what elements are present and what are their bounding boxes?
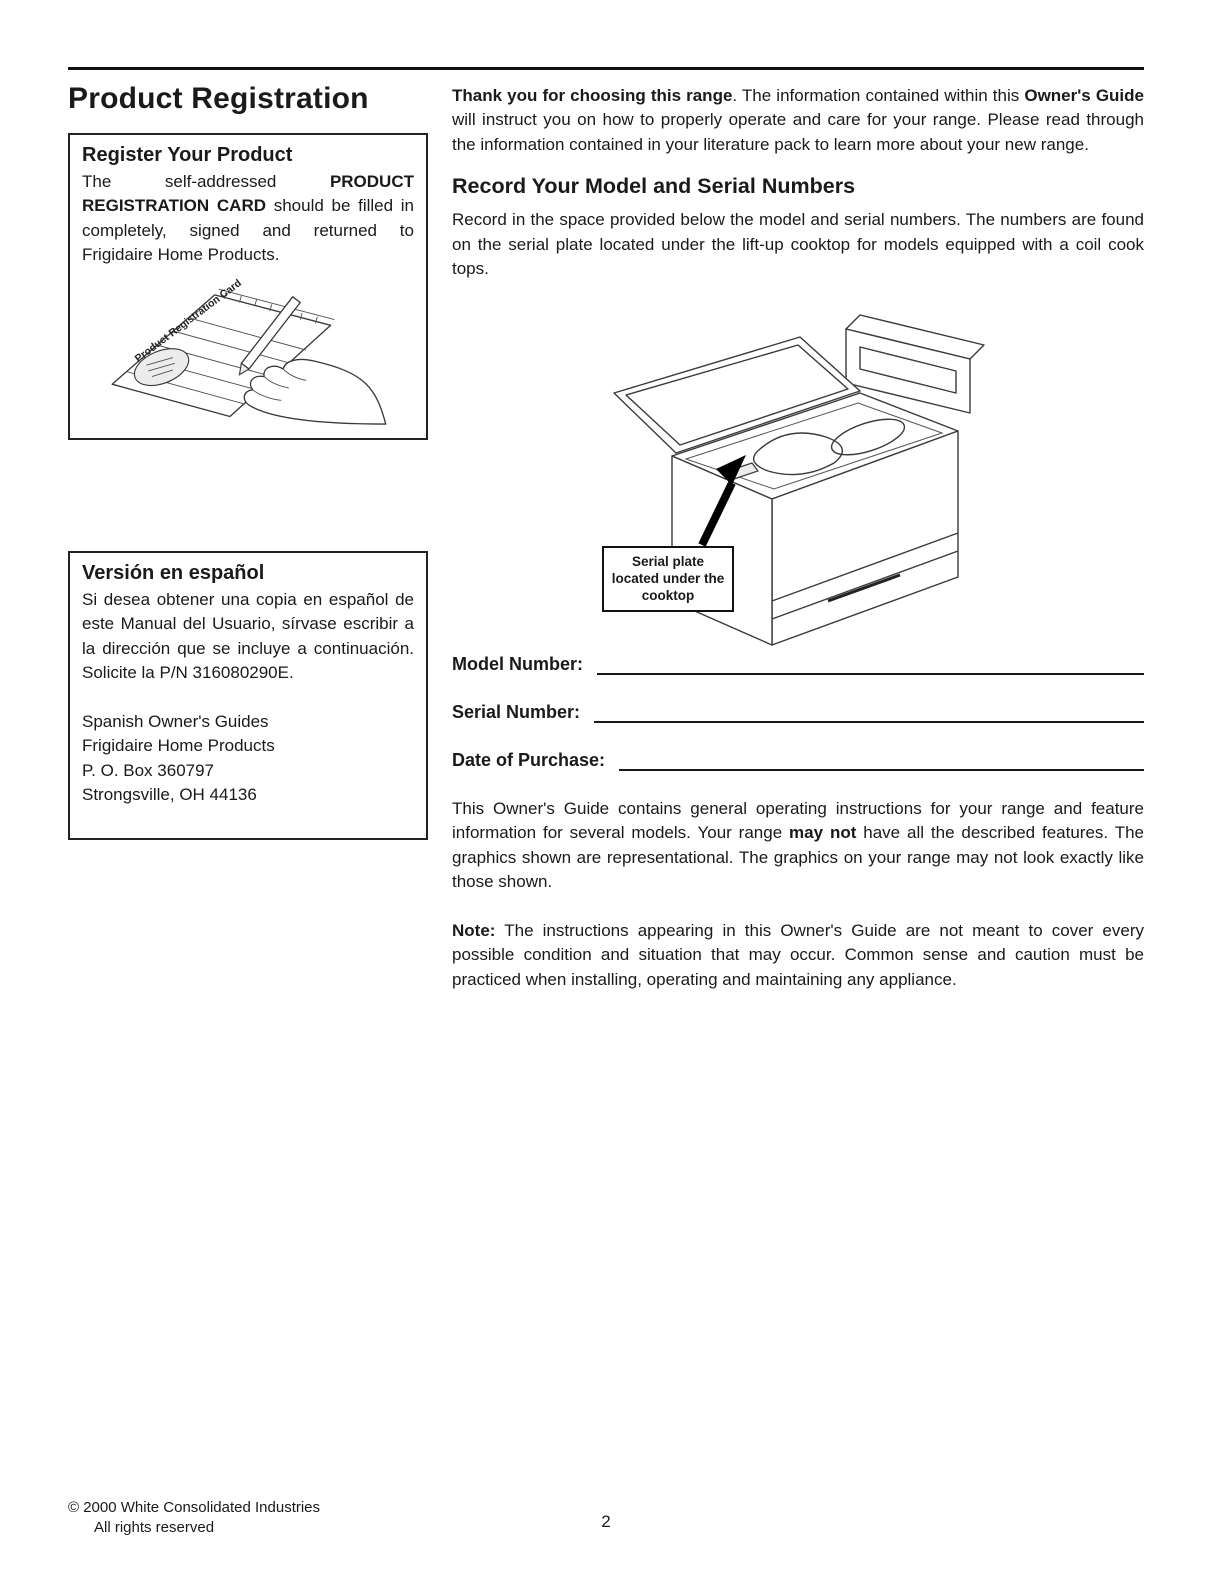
burner-well-left — [752, 432, 843, 476]
top-rule — [68, 67, 1144, 70]
pen-tip — [238, 362, 250, 376]
register-body-seg1: The self-addressed — [82, 172, 330, 191]
address-line: Frigidaire Home Products — [82, 736, 275, 756]
return-stamp-lines — [146, 357, 175, 377]
hand-illustration — [243, 358, 387, 425]
note-label: Note: — [452, 920, 496, 940]
drawer-handle — [827, 573, 901, 603]
page-number: 2 — [601, 1512, 611, 1531]
note-paragraph: Note: The instructions appearing in this… — [452, 919, 1144, 992]
serial-number-blank — [594, 701, 1144, 723]
copyright-line2: All rights reserved — [94, 1518, 215, 1536]
registration-card-illustration: Product Registration Card — [111, 278, 387, 425]
spanish-box-heading: Versión en español — [82, 562, 265, 584]
backguard-front — [845, 328, 971, 414]
model-number-row: Model Number: — [452, 653, 1144, 675]
spanish-version-box: Versión en español Si desea obtener una … — [68, 551, 428, 840]
intro-paragraph: Thank you for choosing this range. The i… — [452, 84, 1144, 157]
footer-copyright: © 2000 White Consolidated Industries All… — [68, 1498, 320, 1539]
page-title: Product Registration — [68, 82, 369, 115]
cooktop-lid-open — [613, 336, 861, 454]
model-number-blank — [597, 653, 1144, 675]
backguard-window — [859, 346, 957, 394]
record-section-body: Record in the space provided below the m… — [452, 210, 1144, 279]
serial-plate-callout: Serial plate located under the cooktop — [602, 545, 734, 612]
intro-seg2: . The information contained within this — [732, 86, 1025, 105]
register-box-heading: Register Your Product — [82, 144, 293, 166]
burner-well-right — [830, 418, 906, 456]
storage-drawer-lines — [771, 532, 959, 620]
main-column: Thank you for choosing this range. The i… — [452, 84, 1144, 1009]
guide-seg1: This Owner's Guide contains general oper… — [452, 798, 1144, 843]
note-body: The instructions appearing in this Owner… — [452, 920, 1144, 989]
cooktop-opening-inner — [684, 402, 944, 490]
record-section-heading: Record Your Model and Serial Numbers — [452, 174, 856, 199]
guide-seg2: may not — [789, 823, 857, 843]
hand-finger-lines — [252, 368, 307, 401]
register-product-box: Register Your Product The self-addressed… — [68, 133, 428, 440]
card-ruled-lines — [127, 317, 307, 405]
register-body-seg2: PRODUCT REGISTRATION CARD — [82, 172, 414, 216]
serial-number-row: Serial Number: — [452, 701, 1144, 723]
spanish-box-body: Si desea obtener una copia en español de… — [82, 590, 414, 683]
serial-number-label: Serial Number: — [452, 701, 581, 722]
copyright-line1: © 2000 White Consolidated Industries — [68, 1498, 321, 1516]
range-illustration-area: Serial plate located under the cooktop — [452, 299, 1144, 647]
guide-seg3: have all the described features. The gra… — [452, 823, 1144, 892]
intro-seg1: Thank you for choosing this range — [452, 86, 733, 105]
cooktop-lid-inner-edge — [625, 344, 849, 446]
serial-plate-arrow-head — [716, 454, 746, 485]
card-coil-edge — [218, 288, 335, 320]
serial-plate-arrow-shaft — [698, 481, 736, 547]
register-body-seg3: should be filled in completely, signed a… — [82, 196, 415, 265]
date-of-purchase-row: Date of Purchase: — [452, 749, 1144, 771]
register-box-body: The self-addressed PRODUCT REGISTRATION … — [82, 170, 414, 268]
date-of-purchase-label: Date of Purchase: — [452, 749, 606, 770]
date-of-purchase-blank — [619, 749, 1144, 771]
spanish-address: Spanish Owner's Guides Frigidaire Home P… — [82, 710, 414, 808]
guide-paragraph: This Owner's Guide contains general oper… — [452, 797, 1144, 895]
address-line: Spanish Owner's Guides — [82, 711, 269, 731]
intro-seg3: Owner's Guide — [1024, 86, 1144, 105]
address-line: Strongsville, OH 44136 — [82, 785, 257, 805]
range-illustration — [613, 314, 985, 646]
address-line: P. O. Box 360797 — [82, 760, 215, 780]
intro-seg4: will instruct you on how to properly ope… — [452, 110, 1144, 154]
model-number-label: Model Number: — [452, 653, 584, 674]
